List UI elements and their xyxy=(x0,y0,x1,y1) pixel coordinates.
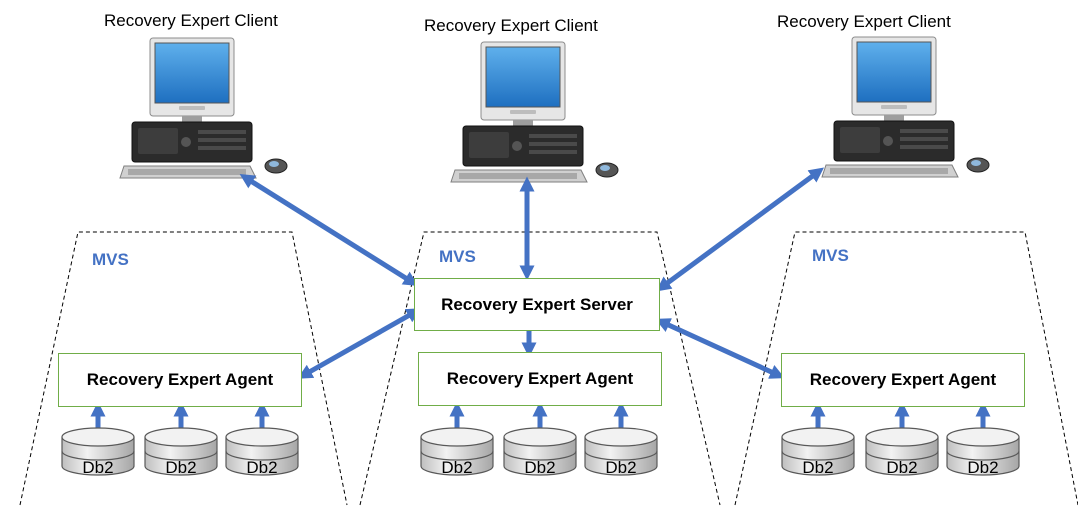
db-cylinder-icon: Db2 xyxy=(225,427,299,477)
recovery-expert-agent-box-center: Recovery Expert Agent xyxy=(418,352,662,406)
mvs-label-left: MVS xyxy=(92,250,129,269)
client-label-left: Recovery Expert Client xyxy=(104,11,278,30)
svg-text:Db2: Db2 xyxy=(165,458,196,477)
mvs-label-right: MVS xyxy=(812,246,849,265)
client-label-right: Recovery Expert Client xyxy=(777,12,951,31)
svg-text:Db2: Db2 xyxy=(967,458,998,477)
arrow-server-agent-left xyxy=(297,308,422,379)
db-cylinder-icon: Db2 xyxy=(865,427,939,477)
svg-text:Db2: Db2 xyxy=(524,458,555,477)
arrow-server-agent-right xyxy=(655,318,785,379)
mvs-region-right xyxy=(734,231,1078,506)
db-cylinder-icon: Db2 xyxy=(144,427,218,477)
mvs-label-center: MVS xyxy=(439,247,476,266)
svg-text:Db2: Db2 xyxy=(246,458,277,477)
svg-text:Db2: Db2 xyxy=(441,458,472,477)
db-cylinder-icon: Db2 xyxy=(420,427,494,477)
db-cylinder-icon: Db2 xyxy=(584,427,658,477)
client-computer-icon xyxy=(821,36,990,178)
recovery-expert-agent-box-right: Recovery Expert Agent xyxy=(781,353,1025,407)
client-label-center: Recovery Expert Client xyxy=(424,16,598,35)
db-cylinder-icon: Db2 xyxy=(61,427,135,477)
svg-text:Db2: Db2 xyxy=(802,458,833,477)
arrow-client-right-server xyxy=(655,167,825,292)
svg-text:Db2: Db2 xyxy=(605,458,636,477)
db-cylinder-icon: Db2 xyxy=(781,427,855,477)
client-computer-icon xyxy=(450,41,619,183)
client-computer-icon xyxy=(119,37,288,179)
arrow-client-left-server xyxy=(239,174,419,286)
db-cylinder-icon: Db2 xyxy=(946,427,1020,477)
recovery-expert-agent-box-left: Recovery Expert Agent xyxy=(58,353,302,407)
db-cylinder-icon: Db2 xyxy=(503,427,577,477)
svg-text:Db2: Db2 xyxy=(886,458,917,477)
recovery-expert-server-box: Recovery Expert Server xyxy=(414,278,660,331)
svg-text:Db2: Db2 xyxy=(82,458,113,477)
